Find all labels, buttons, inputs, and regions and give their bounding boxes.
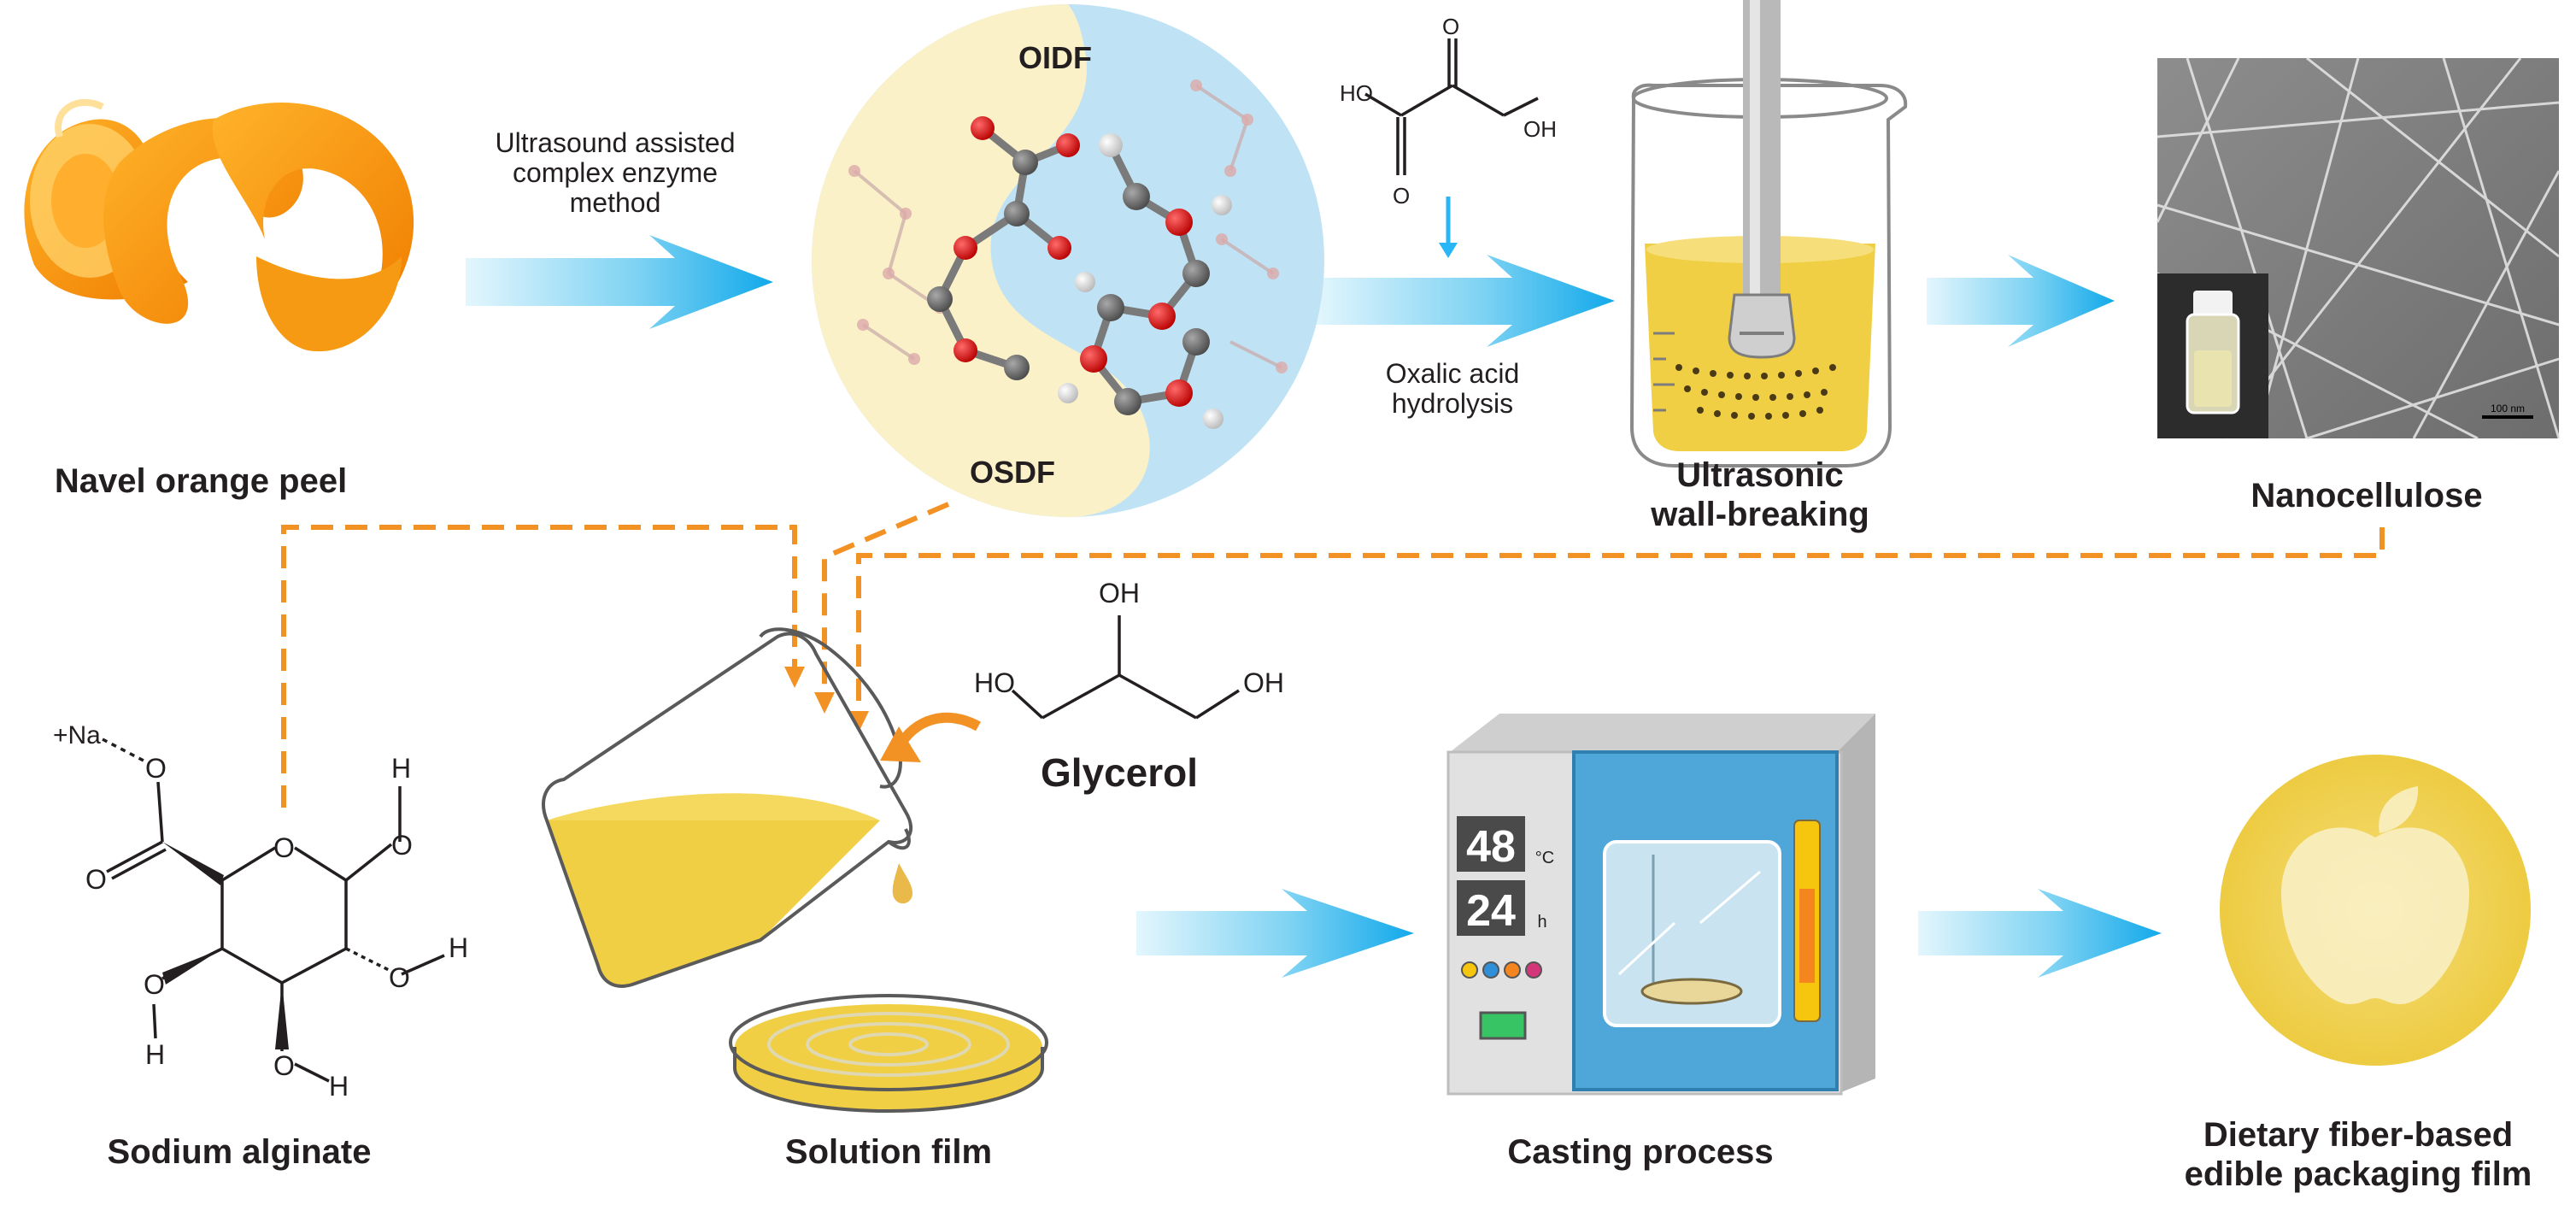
label-final-film: Dietary fiber-based edible packaging fil… [2184, 1116, 2532, 1193]
sodium-alginate-structure [102, 738, 445, 1083]
orange-peel-image [24, 99, 414, 352]
note-oxalic: Oxalic acid hydrolysis [1385, 358, 1520, 420]
label-nanocellulose: Nanocellulose [2250, 477, 2483, 514]
oxalic-down-arrow [1439, 197, 1458, 258]
drying-oven [1446, 714, 1875, 1096]
label-sodium-alginate: Sodium alginate [107, 1133, 372, 1171]
petri-dish [729, 994, 1048, 1114]
alginate-wedge-bonds [162, 842, 289, 1049]
glycerol-structure [1011, 615, 1240, 720]
oxalic-acid-structure [1364, 38, 1539, 175]
flow-arrow-5 [1918, 889, 2162, 978]
label-ultrasonic: Ultrasonic wall-breaking [1651, 456, 1869, 533]
label-casting: Casting process [1507, 1133, 1774, 1171]
glycerol-arrow [880, 712, 981, 762]
flow-arrow-4 [1136, 889, 1414, 978]
flow-arrow-1 [466, 235, 773, 329]
label-glycerol: Glycerol [1040, 750, 1199, 795]
note-ultrasound: Ultrasound assisted complex enzyme metho… [495, 127, 736, 219]
nanocellulose-sem-image [2156, 56, 2561, 440]
oidf-osdf-circle [812, 4, 1324, 517]
label-solution-film: Solution film [784, 1133, 993, 1171]
flow-arrow-2 [1316, 255, 1615, 347]
pouring-beaker [542, 627, 912, 988]
ultrasonic-beaker [1629, 0, 1908, 467]
flow-arrow-3 [1927, 255, 2115, 347]
dash-arrowheads [784, 667, 869, 732]
dashed-connectors [281, 502, 2385, 808]
label-orange-peel: Navel orange peel [54, 462, 348, 500]
edible-film-disc [2220, 755, 2531, 1066]
